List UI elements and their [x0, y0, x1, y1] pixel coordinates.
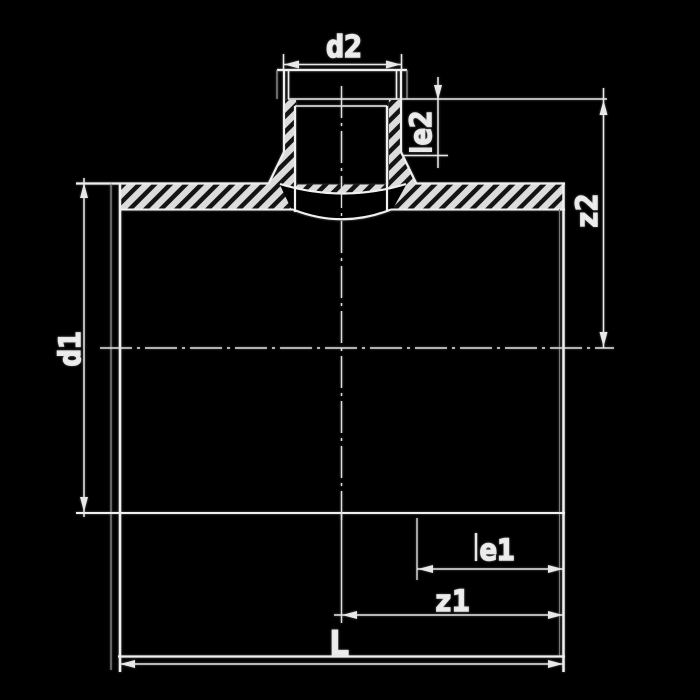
branch-outline — [267, 68, 418, 212]
dimension-e2: e2 — [397, 77, 607, 168]
label-z1: z1 — [435, 584, 470, 618]
dimension-z2: z2 — [569, 88, 608, 348]
dimension-d1: d1 — [52, 178, 88, 517]
centerlines — [100, 86, 614, 623]
label-z2: z2 — [570, 194, 604, 229]
label-e1: e1 — [480, 533, 515, 567]
dimension-e1: e1 — [416, 518, 563, 580]
label-d1: d1 — [53, 332, 87, 367]
label-d2: d2 — [326, 30, 362, 65]
label-L: L — [329, 624, 349, 664]
dimension-z1: z1 — [334, 583, 563, 619]
main-body-outline — [76, 182, 565, 672]
label-e2: e2 — [404, 111, 438, 146]
dimension-d2: d2 — [282, 29, 403, 69]
dimension-L: L — [120, 623, 563, 668]
